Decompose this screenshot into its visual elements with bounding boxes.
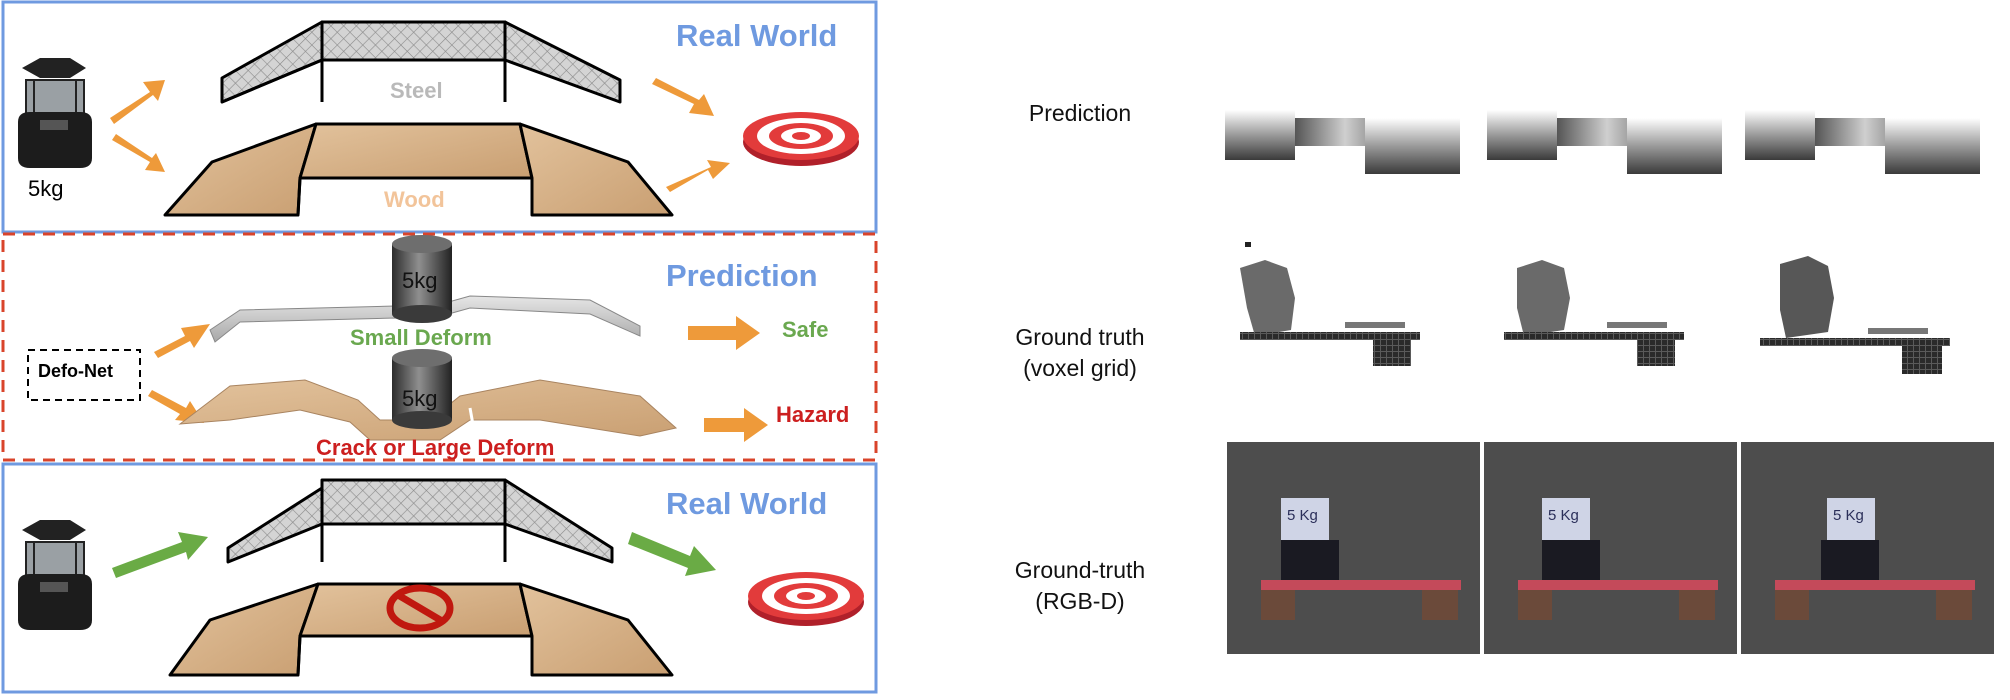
hazard-label: Hazard [776,402,850,427]
target-icon [743,112,859,166]
panel-middle-title: Prediction [666,258,818,293]
diagram-canvas [1,0,878,694]
rgbd-box-label: 5 Kg [1833,507,1864,524]
row-label-voxel: Ground truth (voxel grid) [1015,324,1145,381]
weight-label-wood: 5kg [402,386,438,411]
panel-bottom-frame [1,462,878,694]
row-label-prediction: Prediction [1028,100,1132,126]
voxel-grid [1760,256,1950,374]
small-deform-label: Small Deform [350,325,492,350]
prediction-render [1225,110,1460,174]
steel-label: Steel [390,78,443,103]
diagram-left [0,0,890,695]
voxel-grid [1504,260,1684,366]
no-entry-icon [386,584,454,632]
weight-cylinder-icon [392,235,452,323]
arrow-icon [148,316,768,442]
robot-weight-label: 5kg [28,176,64,201]
panel-top-title: Real World [676,18,838,53]
prediction-render [1745,110,1980,174]
defo-net-box [27,349,141,401]
rgbd-box-label: 5 Kg [1548,507,1579,524]
crack-label: Crack or Large Deform [316,435,555,460]
wood-bridge [168,582,674,677]
rgbd-image [1741,442,1994,654]
panel-top-frame [1,0,878,234]
panel-bottom-title: Real World [666,486,828,521]
arrow-icon [110,78,730,192]
robot-icon [18,520,92,630]
rgbd-image [1227,442,1480,654]
defo-net-label: Defo-Net [38,361,113,381]
target-icon [748,572,864,626]
weight-cylinder-icon [392,349,452,429]
safe-label: Safe [782,317,829,342]
prediction-render [1487,110,1722,174]
weight-label-steel: 5kg [402,268,438,293]
deformed-wood-bridge [178,379,678,441]
rgbd-image [1484,442,1737,654]
row-label-rgbd: Ground-truth (RGB-D) [1014,557,1146,614]
prediction-render-row [1225,100,1995,180]
voxel-grid-row [1225,238,1995,383]
panel-middle-frame [1,232,878,462]
steel-bridge [226,478,614,564]
robot-icon [18,58,92,168]
wood-bridge [163,122,674,217]
rgbd-box-label: 5 Kg [1287,507,1318,524]
wood-label: Wood [384,187,445,212]
steel-bridge [220,20,622,104]
voxel-grid [1240,242,1420,366]
rgbd-image-row [1227,442,1994,654]
